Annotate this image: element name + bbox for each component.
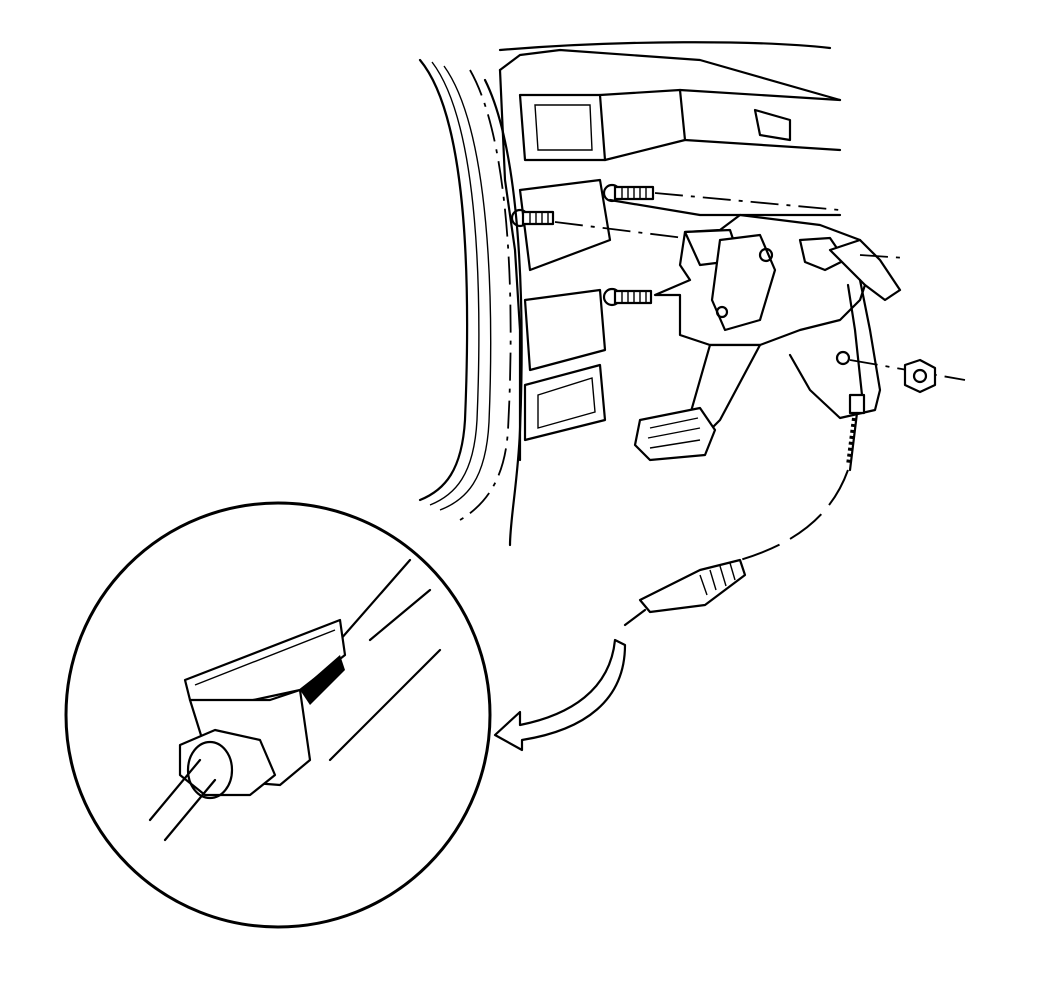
callout-arrow [493, 638, 627, 752]
dash-bracket [498, 48, 842, 462]
nut [849, 358, 966, 394]
body-pillar [418, 41, 832, 547]
mounting-studs [510, 183, 841, 307]
parking-brake-pedal-assembly [633, 213, 906, 462]
brake-cable [623, 393, 866, 627]
stud-left [510, 208, 701, 241]
detail-view [64, 501, 492, 929]
stud-lower [602, 287, 653, 307]
stud-upper [602, 183, 841, 211]
